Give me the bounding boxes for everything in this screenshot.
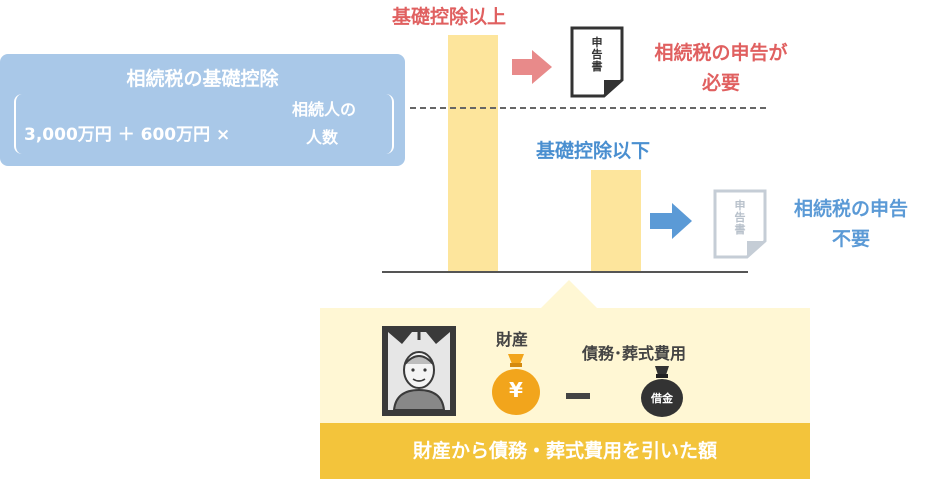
debt-bag-label: 借金 [651,392,673,405]
baseline [382,271,748,273]
bar-below-deduction [591,170,641,272]
deduction-threshold-line [410,107,766,109]
debts-funeral-costs-label: 債務･葬式費用 [582,344,687,363]
label-above-deduction: 基礎控除以上 [392,6,507,28]
arrow-right-icon [512,50,552,84]
money-bag-icon: ¥ [490,350,542,416]
document-char-1: 申 [734,199,746,212]
result-below-line2: 不要 [831,228,870,250]
deceased-portrait-icon [382,326,456,416]
result-below-line1: 相続税の申告 [793,198,908,220]
document-char-1: 申 [591,36,603,49]
document-char-2: 告 [591,48,603,61]
arrow-right-icon [650,203,692,239]
formula-expression: 3,000万円 ＋ 600万円 × [24,125,231,145]
panel-pointer [539,280,599,310]
document-char-2: 告 [734,211,746,224]
formula-multiplier-line1: 相続人の [292,100,357,119]
result-below-deduction: 相続税の申告 不要 [766,194,936,254]
result-above-deduction: 相続税の申告が 必要 [626,38,816,98]
yen-symbol: ¥ [509,378,523,402]
debt-bag-icon: 借金 [638,364,686,418]
tax-return-document-icon: 申 告 書 [569,25,625,99]
label-below-deduction: 基礎控除以下 [536,140,651,162]
basic-deduction-formula-box [0,54,405,166]
result-above-line2: 必要 [701,72,740,94]
formula-multiplier-line2: 人数 [306,128,339,147]
minus-sign [566,393,590,399]
tax-return-document-icon: 申 告 書 [712,188,768,260]
document-char-3: 書 [591,60,603,73]
formula-title: 相続税の基礎控除 [126,68,279,90]
assets-label: 財産 [496,330,529,349]
document-char-3: 書 [734,223,746,236]
net-estate-banner: 財産から債務・葬式費用を引いた額 [320,423,810,479]
bar-above-deduction [448,35,498,272]
formula-bracket [14,94,394,154]
result-above-line1: 相続税の申告が [654,42,788,64]
